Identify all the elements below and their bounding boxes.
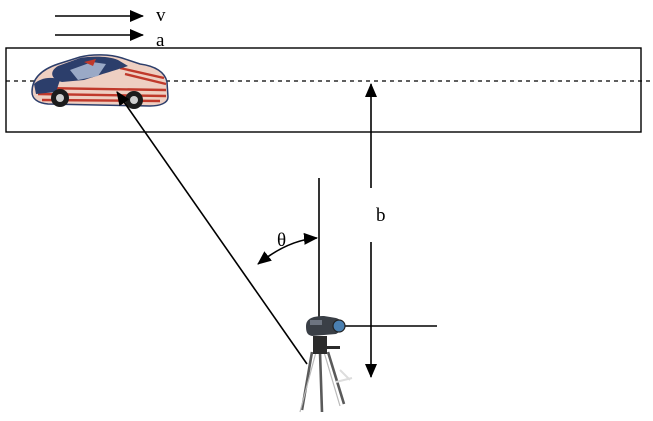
angle-theta-label: θ [277,230,286,251]
acceleration-label: a [156,30,165,51]
race-car-icon [31,54,169,109]
distance-b-label: b [376,205,386,226]
line-of-sight [116,91,308,365]
velocity-label: v [156,5,166,26]
angle-theta-arc [257,232,318,265]
camera-on-tripod-icon [299,316,353,413]
road [5,47,642,133]
